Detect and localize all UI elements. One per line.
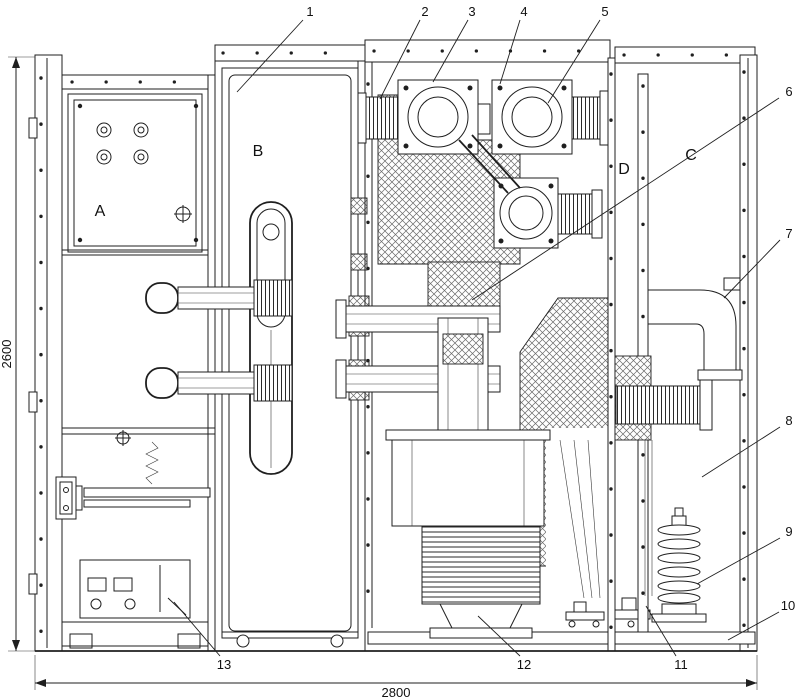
callout-11-leader: [645, 605, 677, 657]
callout-9-leader: [696, 537, 781, 585]
cable-elbow: [647, 277, 743, 381]
callout-4-leader: [499, 19, 521, 85]
callout-12-leader: [477, 615, 521, 657]
callout-2-label: 2: [421, 4, 428, 19]
callout-13-label: 13: [217, 657, 231, 672]
compartment-c: C: [607, 46, 758, 652]
spring: [145, 441, 159, 485]
panel-holes: [96, 122, 149, 165]
compartment-b: B: [145, 44, 370, 652]
callout-12-label: 12: [517, 657, 531, 672]
callout-6-leader: [471, 97, 780, 301]
base-frame: [35, 645, 757, 652]
target-mark: [174, 205, 192, 223]
callout-8-label: 8: [785, 413, 792, 428]
conductor-bar: [458, 139, 509, 194]
compartment-d-label: D: [618, 161, 630, 178]
callout-1-leader: [236, 19, 304, 93]
spout-flange-2: [491, 79, 573, 155]
callout-11: 11: [645, 605, 688, 672]
mechanism-box: [79, 559, 191, 619]
wall-bushing-hatch: [350, 197, 368, 215]
callout-5: 5: [547, 4, 609, 104]
compartment-a-label: A: [95, 203, 106, 220]
callout-11-label: 11: [674, 657, 688, 672]
callout-3-label: 3: [468, 4, 475, 19]
dimension-width: 2800: [34, 655, 758, 700]
roller: [330, 634, 344, 648]
compartment-a: A: [55, 74, 216, 652]
busbar-compartment-d: D: [335, 39, 651, 651]
callout-6: 6: [471, 84, 793, 301]
central-insulator-column: [335, 261, 501, 431]
cable-bushing: [615, 379, 713, 431]
callout-3: 3: [432, 4, 476, 83]
bushing-3: [557, 189, 603, 239]
breaker-contact-arm-lower: [145, 364, 293, 402]
callout-3-leader: [432, 19, 469, 83]
wall-bushing-hatch: [350, 253, 368, 271]
secondary-wire: [587, 439, 601, 599]
dimension-height-label: 2600: [0, 340, 14, 369]
callout-4-label: 4: [520, 4, 527, 19]
callout-9: 9: [696, 524, 793, 585]
callout-1-label: 1: [306, 4, 313, 19]
cabinet-left-wall: [28, 54, 63, 652]
callout-7: 7: [723, 226, 793, 299]
dimension-height: 2600: [0, 56, 35, 652]
main-support-insulator: [421, 525, 541, 639]
callout-2: 2: [379, 4, 429, 100]
callout-5-label: 5: [601, 4, 608, 19]
callout-7-label: 7: [785, 226, 792, 241]
dimension-width-label: 2800: [382, 685, 411, 700]
secondary-wire: [559, 439, 585, 599]
ct-housing: [385, 429, 551, 527]
roller: [236, 634, 250, 648]
callout-9-label: 9: [785, 524, 792, 539]
callout-6-label: 6: [785, 84, 792, 99]
callout-13-leader: [173, 601, 221, 657]
callout-10-label: 10: [781, 598, 795, 613]
callout-10-leader: [727, 611, 780, 641]
spout-flange-1: [397, 79, 479, 155]
conductor-bar: [471, 134, 521, 189]
callout-5-leader: [547, 19, 601, 104]
callout-1: 1: [236, 4, 314, 93]
side-bracket: [55, 476, 77, 520]
compartment-b-label: B: [253, 143, 264, 160]
bushing-connector: [477, 103, 491, 135]
callout-8-leader: [701, 426, 781, 478]
busbar-bushing-right: [571, 90, 611, 146]
secondary-wire: [573, 439, 593, 599]
earthing-pedestals: [565, 597, 651, 628]
callout-10: 10: [727, 598, 795, 641]
breaker-contact-arm-upper: [145, 279, 293, 317]
target-mark-2: [115, 430, 131, 446]
auxiliary-insulator: [651, 507, 707, 623]
busbar-bushing-left: [357, 92, 399, 144]
callout-8: 8: [701, 413, 793, 478]
callout-12: 12: [477, 615, 531, 672]
callout-13: 13: [173, 601, 231, 672]
callout-2-leader: [379, 19, 421, 100]
callout-4: 4: [499, 4, 528, 85]
callout-7-leader: [723, 239, 781, 299]
